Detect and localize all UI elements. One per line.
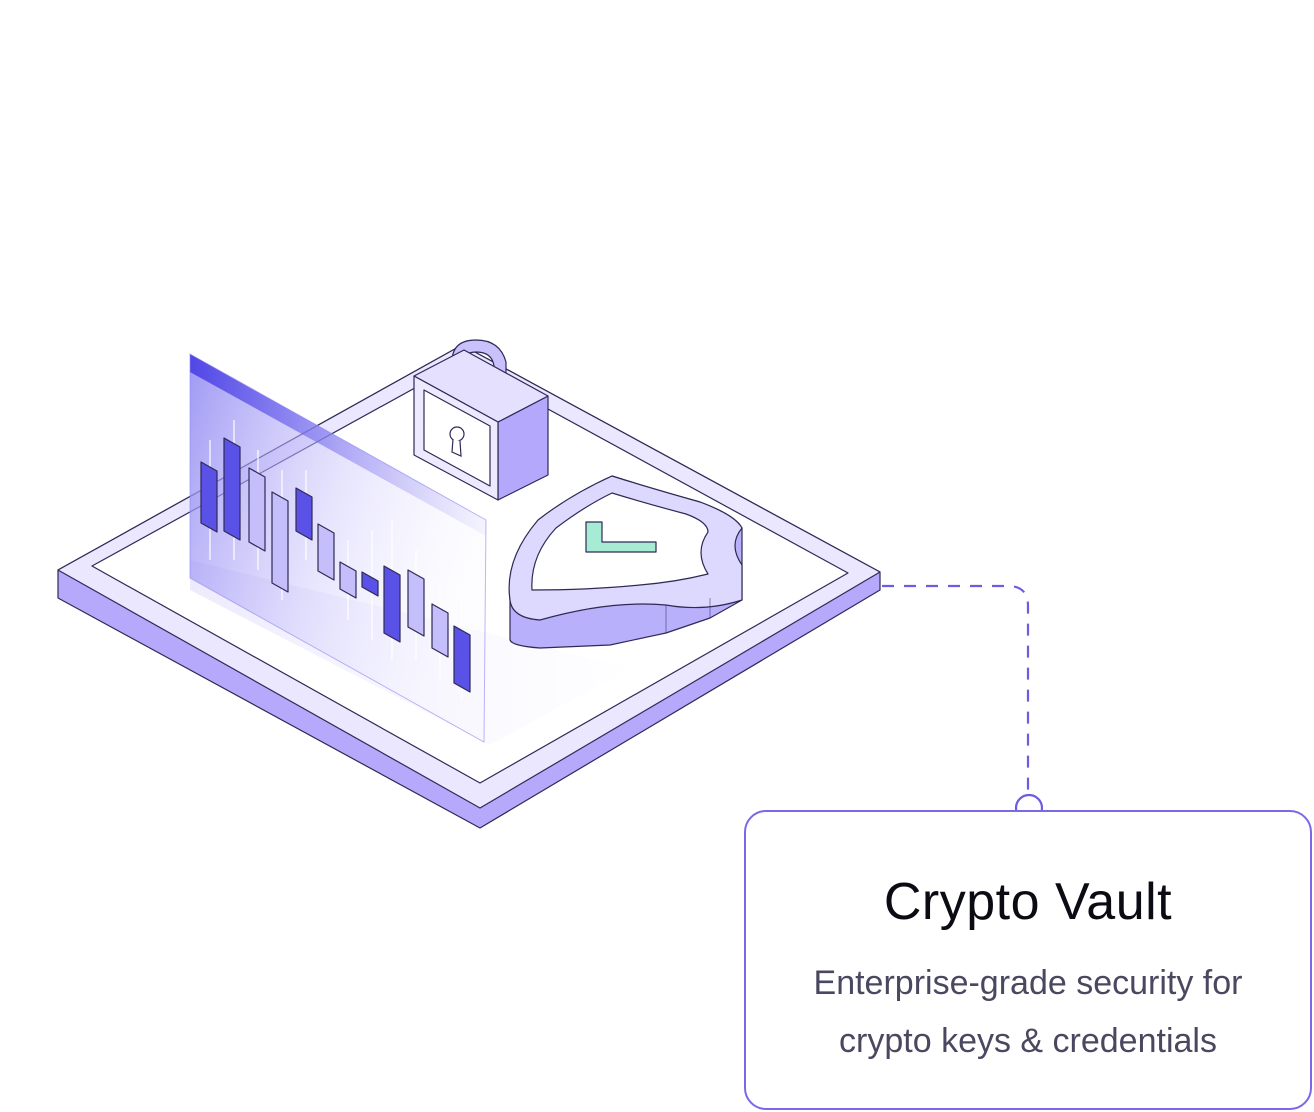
shield-check-icon: [508, 475, 743, 649]
candle-2: [223, 437, 241, 541]
candle-12: [453, 625, 471, 693]
candle-11: [431, 603, 449, 658]
feature-description: Enterprise-grade security for crypto key…: [813, 964, 1243, 1060]
candle-3: [248, 467, 266, 552]
candle-8: [361, 571, 379, 597]
candle-10: [407, 569, 425, 637]
candle-6: [317, 523, 335, 581]
feature-card: Crypto Vault Enterprise-grade security f…: [744, 810, 1312, 1110]
feature-title: Crypto Vault: [883, 873, 1173, 931]
candle-4: [271, 491, 289, 593]
connector-line: [882, 584, 1030, 796]
candlestick-chart-panel: [189, 353, 487, 743]
padlock-icon: [413, 339, 549, 501]
candle-1: [200, 461, 218, 533]
candle-9: [383, 565, 401, 643]
candle-5: [295, 487, 313, 541]
candle-7: [339, 561, 357, 599]
